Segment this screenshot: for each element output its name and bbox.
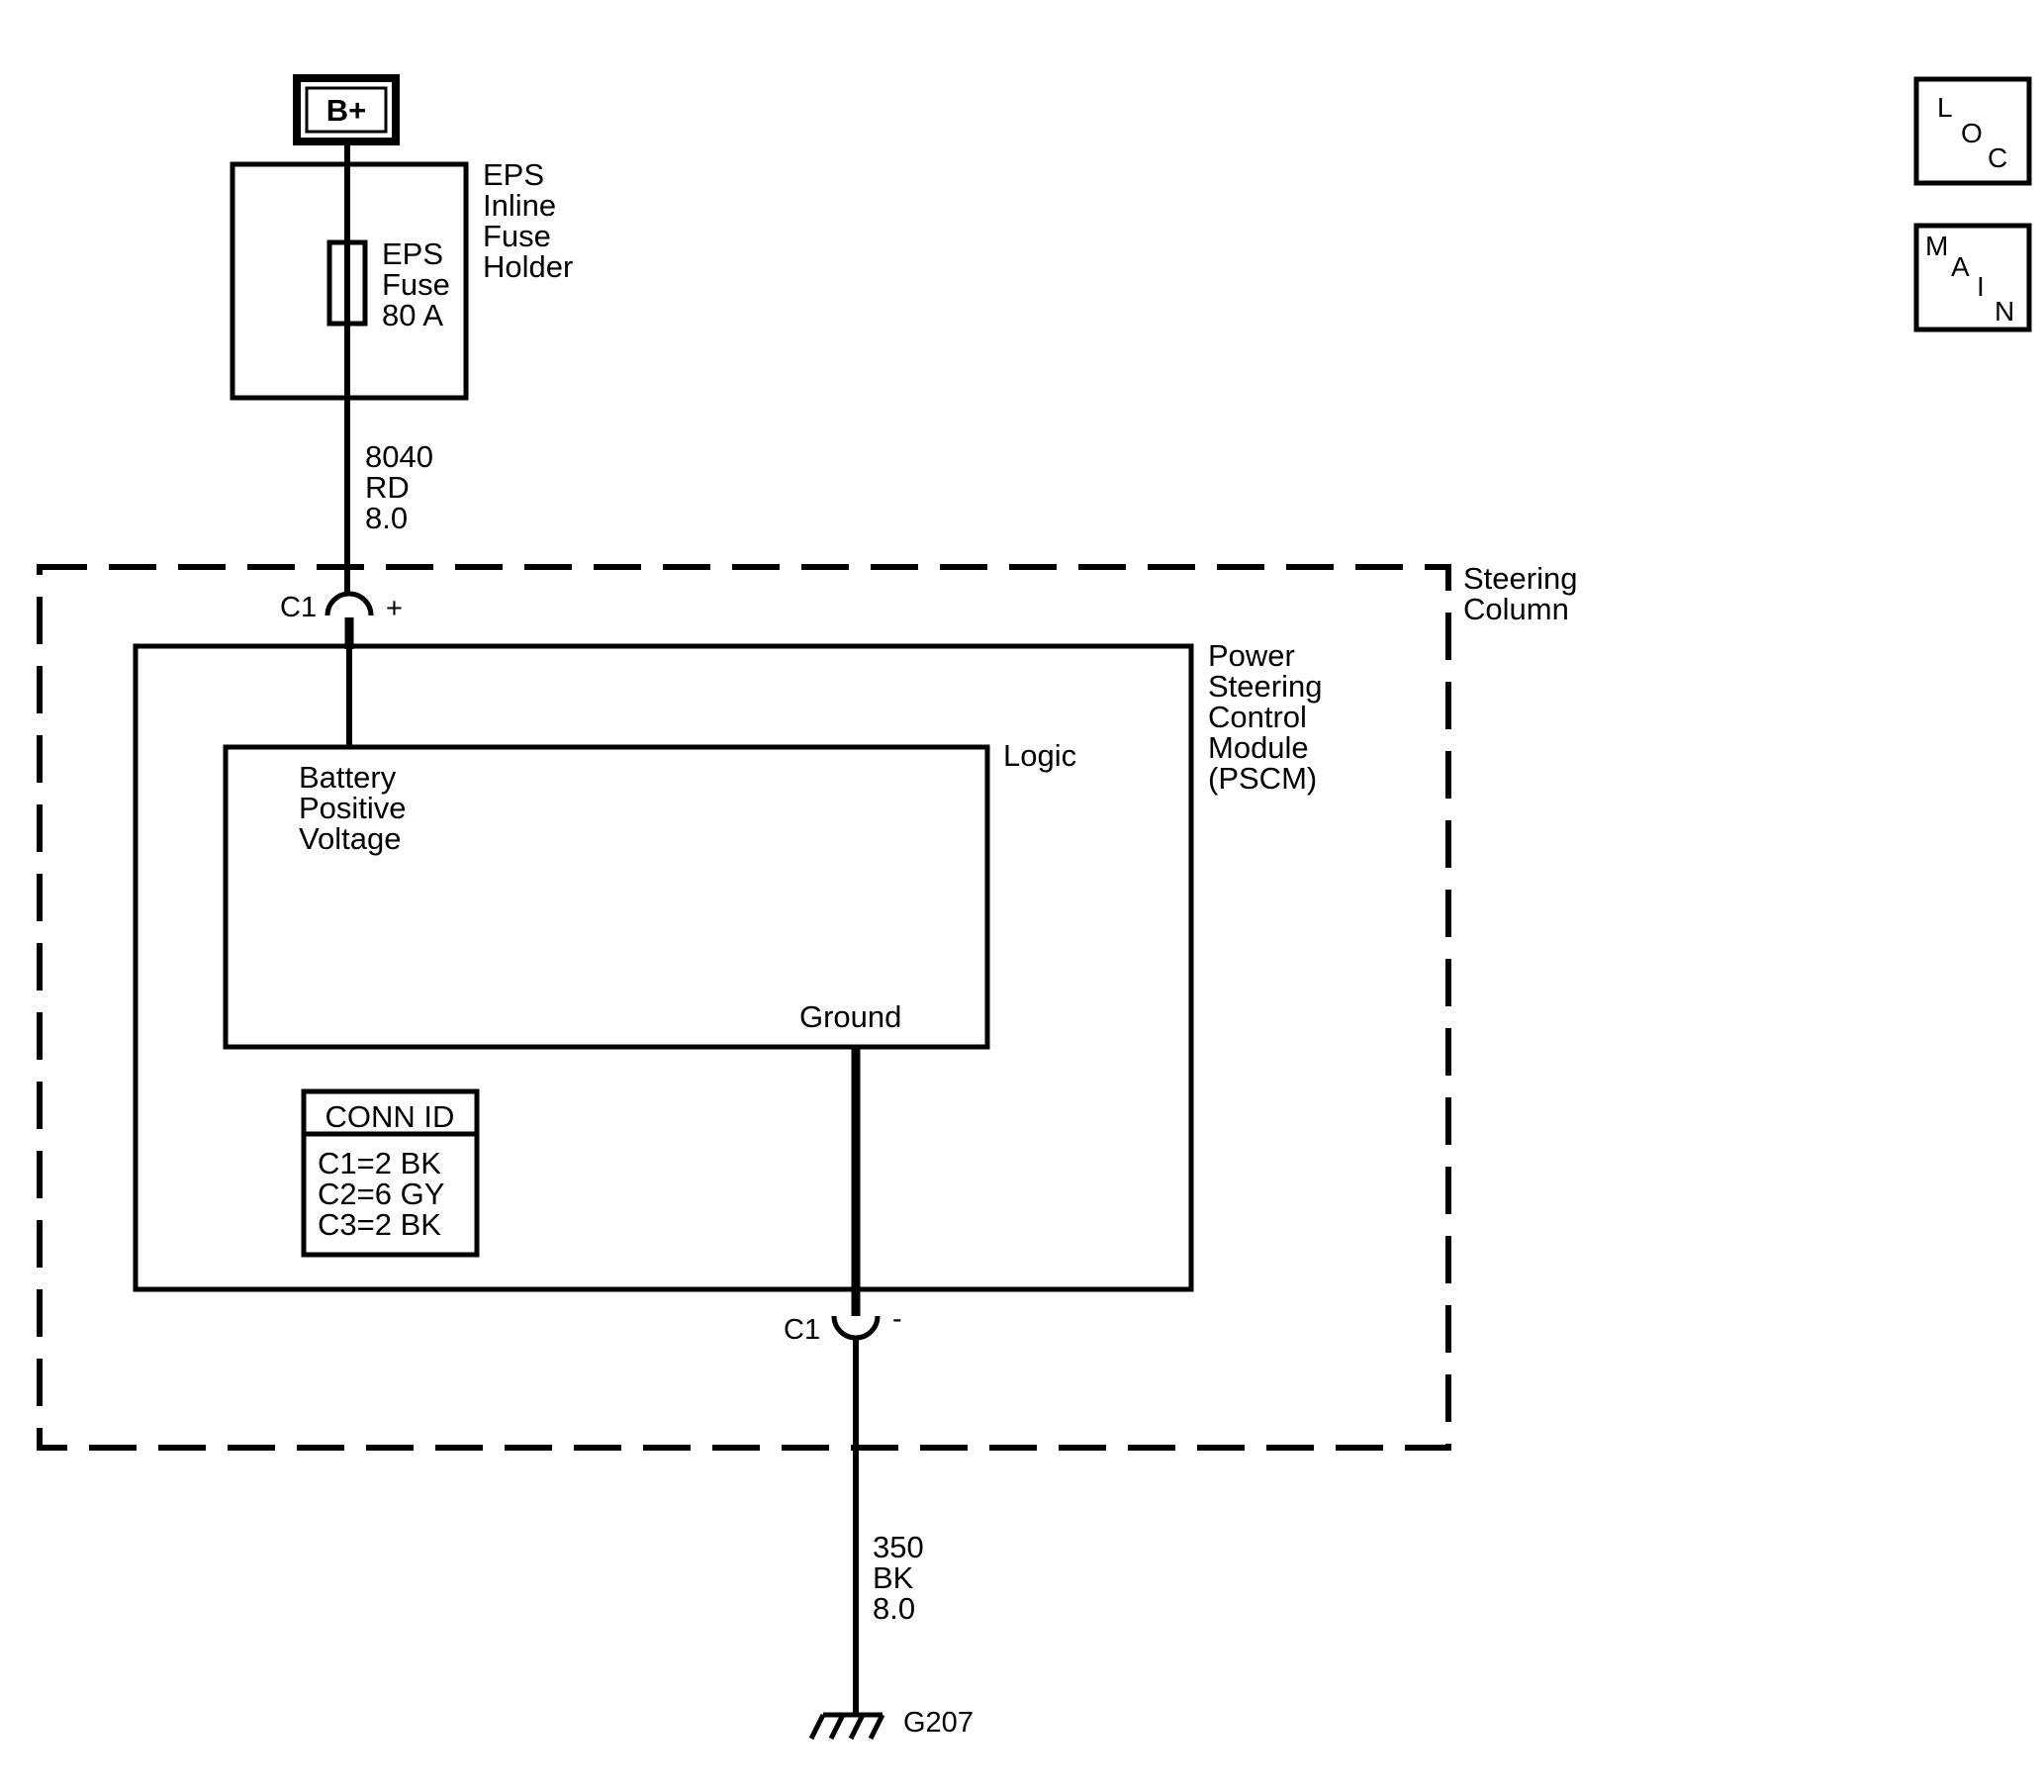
power-steering-control-module: Power Steering Control Module (PSCM): [133, 638, 1322, 1292]
pscm-label-2: Steering: [1208, 669, 1322, 704]
eps-fuse: EPS Fuse 80 A: [326, 236, 450, 332]
main-letter-1: M: [1925, 231, 1948, 261]
ground-wire-gauge: 8.0: [873, 1591, 915, 1626]
fuse-holder-label-1: EPS: [483, 157, 544, 192]
fuse-holder-label-2: Inline: [483, 188, 556, 223]
logic-box: [223, 744, 990, 1050]
power-wire-color: RD: [365, 470, 410, 505]
power-source-label: B+: [326, 93, 367, 128]
fuse-holder-label-3: Fuse: [483, 219, 551, 253]
battery-voltage-label-2: Positive: [299, 791, 407, 825]
connector-c1-positive: C1 +: [280, 591, 403, 649]
connector-c1-negative: C1 -: [784, 1286, 902, 1346]
pscm-box: [133, 643, 1194, 1292]
pscm-label-4: Module: [1208, 730, 1309, 765]
power-wire-label: 8040 RD 8.0: [365, 439, 433, 535]
connector-top-polarity: +: [386, 593, 403, 624]
ground-pin-label: Ground: [799, 999, 901, 1034]
conn-id-box: [301, 1088, 480, 1258]
loc-letter-3: C: [1988, 142, 2007, 173]
steering-column-label-2: Column: [1463, 592, 1569, 626]
steering-column-label-1: Steering: [1463, 561, 1577, 596]
loc-nav-button[interactable]: L O C: [1913, 76, 2032, 186]
battery-voltage-label-3: Voltage: [299, 821, 401, 856]
logic-block: Logic Battery Positive Voltage Ground: [223, 738, 1076, 1050]
ground-wire-color: BK: [873, 1560, 914, 1595]
main-letter-2: A: [1951, 251, 1970, 282]
main-nav-button[interactable]: M A I N: [1913, 223, 2032, 332]
battery-positive-source: B+: [293, 74, 400, 145]
logic-label: Logic: [1003, 738, 1076, 773]
loc-letter-2: O: [1961, 118, 1983, 148]
power-wire-circuit: 8040: [365, 439, 433, 474]
fuse-holder-label-4: Holder: [483, 249, 573, 284]
ground-wire-label: 350 BK 8.0: [873, 1530, 924, 1626]
main-letter-4: N: [1995, 296, 2014, 327]
conn-id-row-2: C2=6 GY: [318, 1177, 444, 1211]
chassis-ground-icon: G207: [808, 1707, 974, 1741]
connector-top-id: C1: [280, 592, 317, 623]
main-letter-3: I: [1977, 271, 1985, 302]
conn-id-table: CONN ID C1=2 BK C2=6 GY C3=2 BK: [301, 1088, 480, 1258]
fuse-label-1: EPS: [382, 236, 443, 271]
fuse-label-2: Fuse: [382, 267, 450, 302]
connector-bottom-polarity: -: [892, 1303, 902, 1335]
conn-id-row-3: C3=2 BK: [318, 1207, 441, 1242]
loc-letter-1: L: [1937, 92, 1953, 123]
connector-bottom-id: C1: [784, 1314, 820, 1346]
steering-column-boundary: [37, 564, 1451, 1451]
pscm-label-5: (PSCM): [1208, 761, 1317, 796]
ground-label: G207: [903, 1707, 974, 1739]
conn-id-row-1: C1=2 BK: [318, 1146, 441, 1180]
battery-voltage-label-1: Battery: [299, 760, 397, 795]
pscm-label-1: Power: [1208, 638, 1295, 673]
eps-inline-fuse-holder: EPS Inline Fuse Holder: [230, 157, 573, 401]
ground-wire-circuit: 350: [873, 1530, 924, 1564]
pscm-label-3: Control: [1208, 700, 1307, 734]
power-wire-gauge: 8.0: [365, 501, 408, 535]
conn-id-title: CONN ID: [325, 1099, 455, 1134]
fuse-label-3: 80 A: [382, 298, 443, 332]
